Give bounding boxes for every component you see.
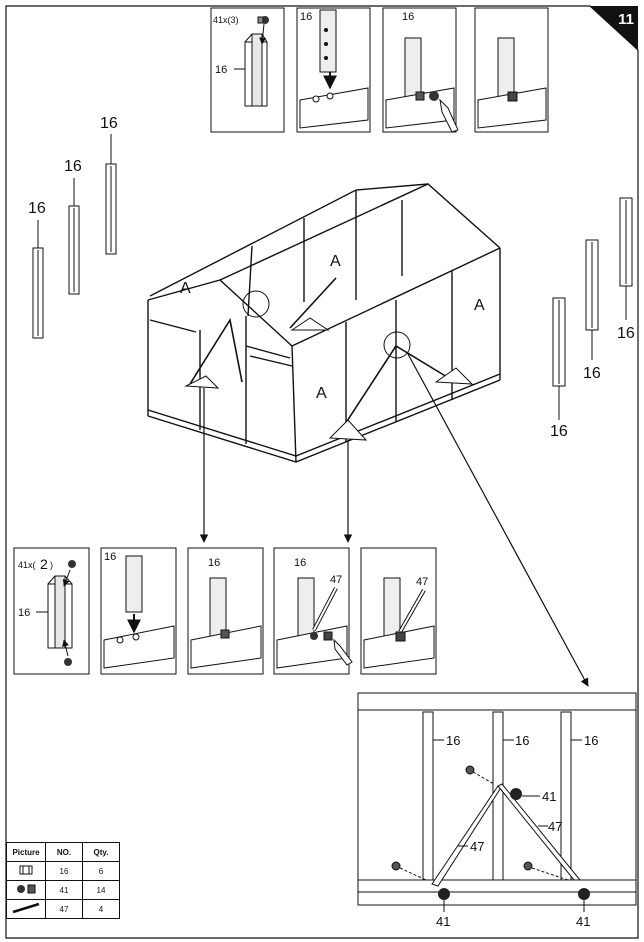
header-picture: Picture [6,842,46,862]
bottom-detail-5 [360,547,437,675]
part-quantity: 14 [82,880,120,900]
profile-label-right-1: 16 [550,423,568,440]
detail-label-16-b: 16 [515,733,529,748]
greenhouse-frame [147,183,501,463]
profile-label-right-2: 16 [583,365,601,382]
brace-detail [357,692,637,912]
bottom3-part-label: 16 [208,557,220,569]
brace-triangles [184,317,474,441]
detail-circles [242,290,411,359]
part-quantity: 4 [82,899,120,919]
table-row: 41 14 [6,880,120,900]
detail-label-41-b: 41 [436,914,450,929]
panel-a-roof-left: A [180,280,191,297]
detail-label-47-b: 47 [470,839,484,854]
panel-a-front: A [316,385,327,402]
bottom-detail-4 [273,547,353,675]
top-detail-2 [296,7,371,133]
detail-label-16-a: 16 [446,733,460,748]
bottom1-part-label: 16 [18,607,30,619]
bottom5-part-label-47: 47 [416,576,428,588]
page-number-badge [590,6,638,50]
panel-a-roof-right: A [330,253,341,270]
panel-a-side-right: A [474,297,485,314]
header-qty: Qty. [82,842,120,862]
bolt-nut-icon [6,880,46,900]
part-number: 47 [45,899,83,919]
detail-label-41-c: 41 [576,914,590,929]
detail-label-47-a: 47 [548,819,562,834]
bottom1-bolt-qty-num: 2 [40,556,48,572]
part-number: 16 [45,861,83,881]
top-detail-4 [474,7,549,133]
loose-profiles-left [32,134,117,339]
parts-table: Picture NO. Qty. 16 6 41 14 47 4 [6,842,120,919]
bottom4-part-label-16: 16 [294,557,306,569]
profile-label-left-1: 16 [28,200,46,217]
frame-braces [189,277,453,439]
profile-label-right-3: 16 [617,325,635,342]
bottom1-bolt-qty-prefix: 41x( [18,560,36,570]
bottom2-part-label: 16 [104,551,116,563]
part-number: 41 [45,880,83,900]
top2-part-label: 16 [300,11,312,23]
bottom4-part-label-47: 47 [330,574,342,586]
detail-label-16-c: 16 [584,733,598,748]
parts-table-header: Picture NO. Qty. [6,842,120,862]
callout-arrows [199,353,589,687]
top3-part-label: 16 [402,11,414,23]
bottom1-bolt-qty-suffix: ) [50,560,53,570]
strut-icon [6,899,46,919]
page-frame [5,5,639,939]
detail-label-41-a: 41 [542,789,556,804]
top-detail-3 [382,7,459,133]
header-no: NO. [45,842,83,862]
profile-icon [6,861,46,881]
top1-part-label: 16 [215,64,227,76]
table-row: 47 4 [6,899,120,919]
top1-bolt-qty: 41x(3) [213,15,239,25]
top-detail-1 [210,7,285,133]
table-row: 16 6 [6,861,120,881]
bottom-detail-1 [13,547,90,675]
profile-label-left-2: 16 [64,158,82,175]
bottom-detail-2 [100,547,177,675]
profile-label-left-3: 16 [100,115,118,132]
page-number: 11 [618,11,634,28]
part-quantity: 6 [82,861,120,881]
loose-profiles-right [552,197,633,420]
bottom-detail-3 [187,547,264,675]
